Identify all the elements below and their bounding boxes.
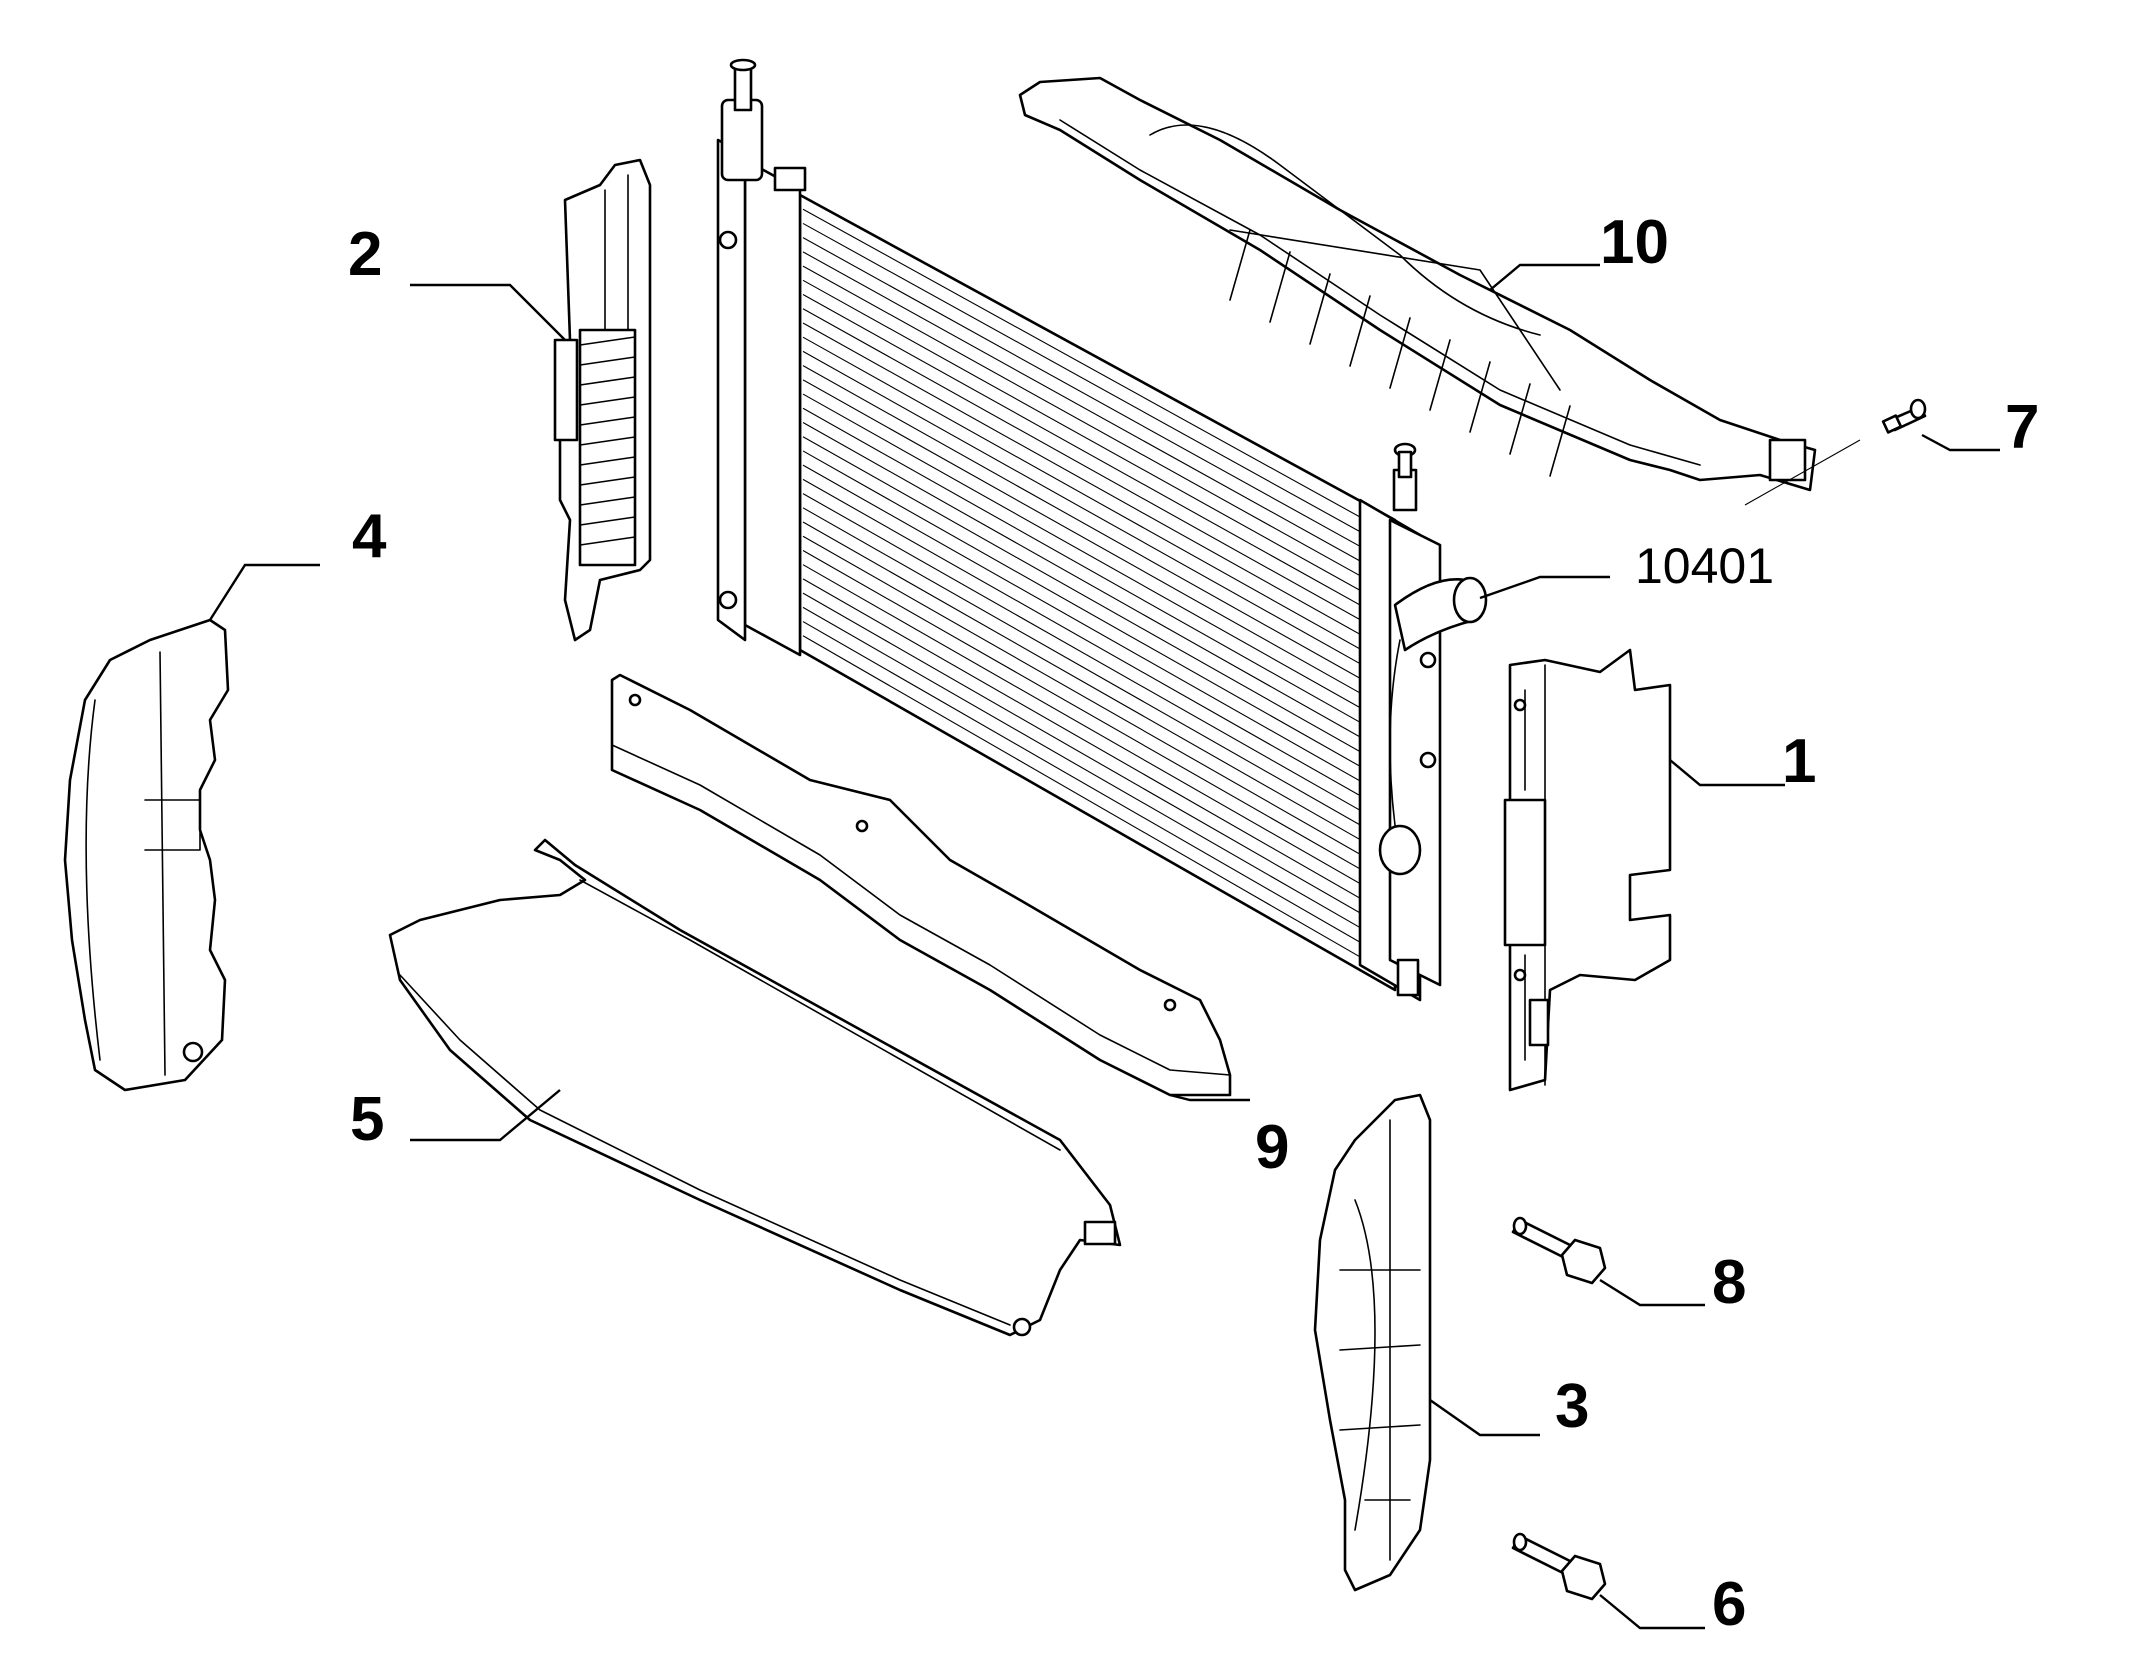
radiator-fins (802, 208, 1393, 976)
callout-7: 7 (2005, 393, 2039, 462)
air-deflector-2 (553, 158, 652, 642)
callout-8: 8 (1712, 1248, 1746, 1317)
screw-6 (1511, 1532, 1607, 1601)
callout-10401: 10401 (1635, 538, 1774, 594)
side-deflector-4 (63, 618, 230, 1092)
upper-crossmember-10 (1018, 76, 1861, 506)
callout-6: 6 (1712, 1570, 1746, 1639)
screw-8 (1511, 1216, 1607, 1285)
callout-9: 9 (1255, 1113, 1289, 1182)
callout-10: 10 (1600, 208, 1669, 277)
lower-shield-5 (388, 838, 1122, 1337)
callout-3: 3 (1555, 1372, 1589, 1441)
callout-2: 2 (348, 220, 382, 289)
screw-7 (1881, 398, 1927, 434)
callout-labels: 1 2 3 4 5 6 7 8 9 10 10401 (348, 208, 2039, 1639)
callout-4: 4 (352, 502, 387, 571)
side-deflector-1 (1503, 648, 1672, 1092)
air-deflector-3 (1313, 1093, 1432, 1592)
deflector-ribs (579, 336, 636, 546)
callout-1: 1 (1782, 727, 1816, 796)
radiator-10401 (716, 58, 1488, 1002)
crossmember-ribs (1229, 229, 1571, 477)
leader-lines (208, 263, 2000, 1630)
seal-strip-9 (610, 673, 1232, 1097)
callout-5: 5 (350, 1085, 384, 1154)
